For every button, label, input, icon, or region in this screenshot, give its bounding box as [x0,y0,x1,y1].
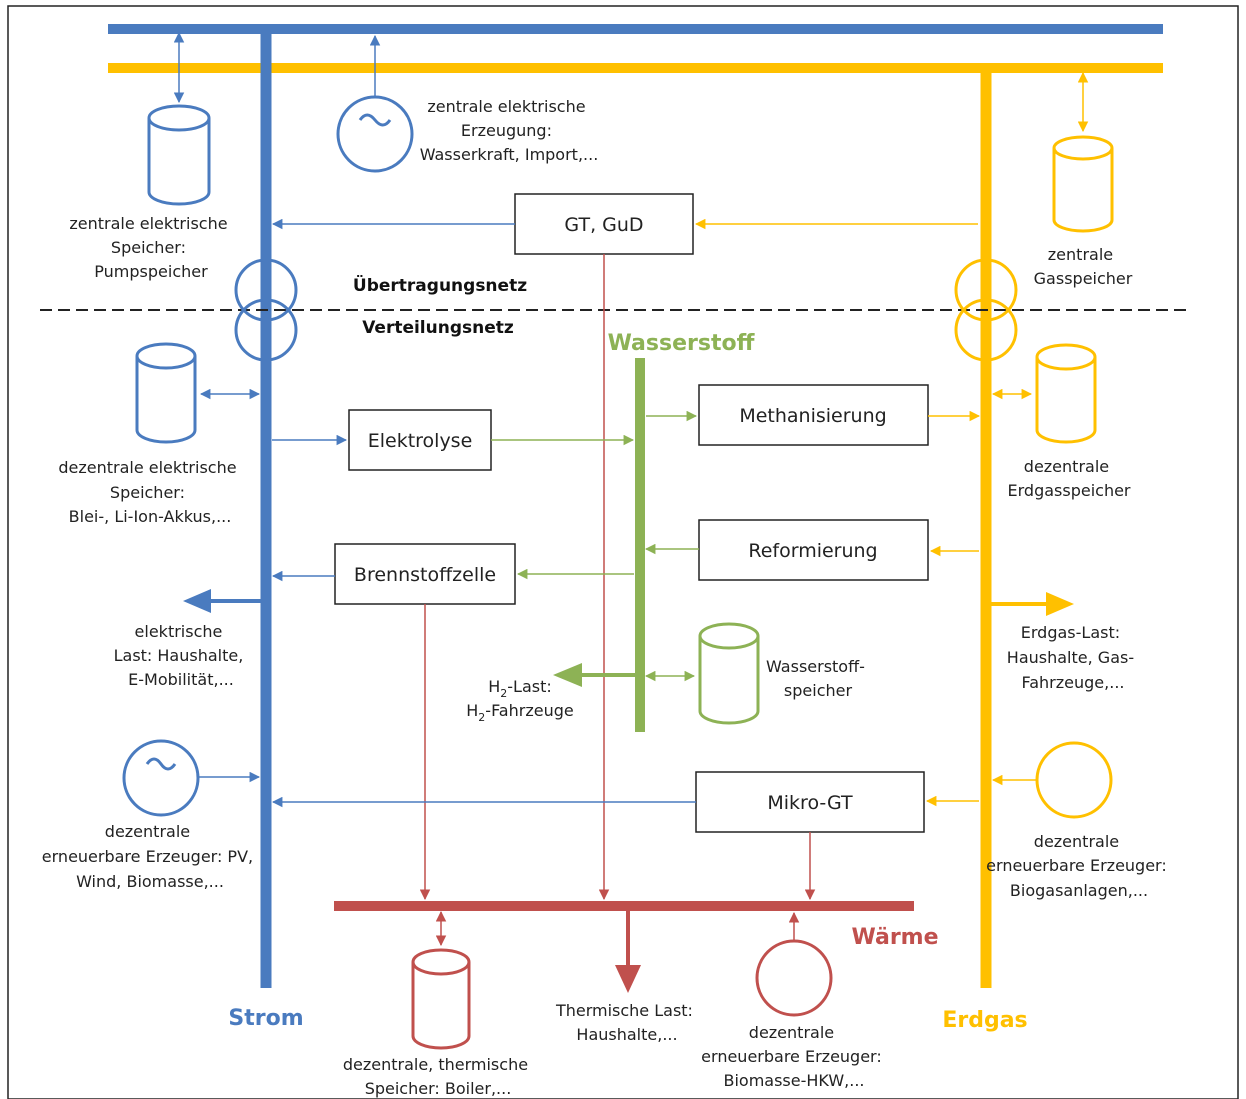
central-gas-storage-label: zentrale Gasspeicher [1034,245,1133,288]
decentral-el-storage-label: dezentrale elektrische Speicher: Blei-, … [58,458,241,526]
reformierung-box [698,519,929,581]
thermal-storage-cylinder-icon [411,948,471,1050]
el-load-label: elektrische Last: Haushalte, E-Mobilität… [114,622,249,689]
methanisierung-box [698,384,929,446]
strom-label: Strom [228,1006,303,1031]
decentral-el-storage-cylinder-icon [135,342,197,444]
gt-gud-label: GT, GuD [564,214,643,236]
elektrolyse-box [348,409,492,471]
h2-load-label-2: H2-Fahrzeuge [466,701,573,724]
h2-load-arrow-icon [553,663,582,687]
strom-transformer-icon [234,258,298,362]
reformierung-label: Reformierung [748,540,877,562]
decentral-renewable-gas-label: dezentrale erneuerbare Erzeuger: Biogasa… [986,832,1172,900]
distribution-level-label: Verteilungsnetz [362,318,514,338]
h2-storage-label: Wasserstoff- speicher [766,657,870,700]
mikro-gt-label: Mikro-GT [767,792,853,814]
wasserstoff-label: Wasserstoff [608,331,756,356]
thermal-storage-label: dezentrale, thermische Speicher: Boiler,… [343,1055,533,1098]
el-load-arrow-icon [183,589,211,613]
brennstoffzelle-box [334,543,516,605]
waerme-label: Wärme [851,925,938,950]
central-el-storage-label: zentrale elektrische Speicher: Pumpspeic… [69,214,232,281]
h2-load-label-1: H2-Last: [488,677,552,700]
decentral-renewable-gas-generator-icon [1035,741,1113,819]
tilde-icon-2 [145,757,177,771]
decentral-renewable-el-label: dezentrale erneuerbare Erzeuger: PV, Win… [42,822,258,891]
frame-border [7,5,1239,1099]
brennstoffzelle-label: Brennstoffzelle [354,564,496,586]
gas-load-arrow-icon [1046,592,1074,616]
central-generator-icon [336,95,414,173]
thermal-load-label: Thermische Last: Haushalte,... [555,1001,698,1044]
methanisierung-label: Methanisierung [739,405,886,427]
decentral-gas-storage-cylinder-icon [1035,343,1097,444]
thermal-load-arrow-icon [615,965,641,993]
decentral-renewable-heat-generator-icon [755,939,833,1017]
decentral-renewable-el-generator-icon [122,739,200,817]
gt-gud-box [514,193,694,255]
transmission-level-label: Übertragungsnetz [353,274,527,296]
central-gas-storage-cylinder-icon [1052,135,1114,233]
erdgas-transformer-icon [954,258,1018,362]
central-el-storage-cylinder-icon [147,104,211,206]
gas-load-label: Erdgas-Last: Haushalte, Gas- Fahrzeuge,.… [1007,623,1139,692]
decentral-renewable-heat-label: dezentrale erneuerbare Erzeuger: Biomass… [701,1023,887,1090]
decentral-gas-storage-label: dezentrale Erdgasspeicher [1008,457,1131,500]
h2-storage-cylinder-icon [698,622,760,725]
erdgas-label: Erdgas [942,1008,1027,1033]
elektrolyse-label: Elektrolyse [368,430,473,452]
central-generation-label: zentrale elektrische Erzeugung: Wasserkr… [420,97,599,164]
tilde-icon [358,113,392,127]
